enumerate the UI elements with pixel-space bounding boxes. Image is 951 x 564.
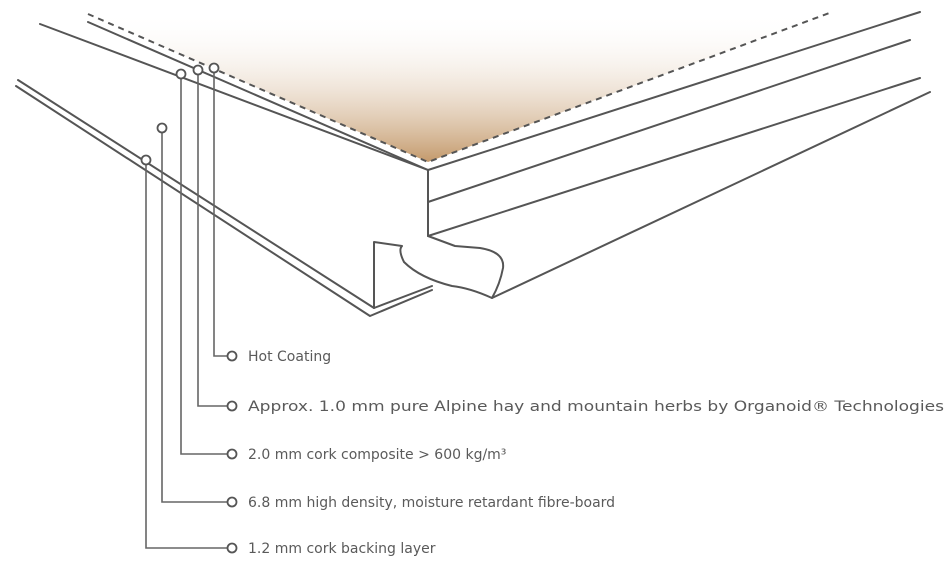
marker-top-cork-backing — [140, 154, 152, 166]
groove-bottom — [373, 285, 433, 309]
marker-end-hot-coating — [226, 350, 238, 362]
label-hot-coating: Hot Coating — [248, 349, 331, 365]
marker-end-fibre-board — [226, 496, 238, 508]
leader-cork-backing — [145, 160, 232, 549]
leader-hay-layer — [197, 70, 232, 407]
layer-labels: Hot Coating Approx. 1.0 mm pure Alpine h… — [248, 349, 944, 557]
label-cork-backing: 1.2 mm cork backing layer — [248, 541, 436, 557]
leader-fibre-board — [161, 128, 232, 503]
marker-top-hot-coating — [208, 62, 220, 74]
leader-cork-composite — [180, 74, 232, 455]
left-bottom-line-2 — [15, 85, 433, 317]
marker-top-cork-composite — [175, 68, 187, 80]
marker-top-fibre-board — [156, 122, 168, 134]
left-bottom-line-1 — [17, 79, 375, 309]
left-top-line — [39, 23, 429, 171]
hay-surface — [88, 12, 832, 162]
marker-end-cork-backing — [226, 542, 238, 554]
label-cork-composite: 2.0 mm cork composite > 600 kg/m³ — [248, 447, 506, 463]
marker-top-hay-layer — [192, 64, 204, 76]
marker-end-hay-layer — [226, 400, 238, 412]
tongue-underside — [373, 241, 493, 309]
label-fibre-board: 6.8 mm high density, moisture retardant … — [248, 495, 615, 511]
right-layer-1 — [427, 39, 911, 203]
leaders — [140, 62, 238, 554]
board-cross-section — [15, 11, 931, 317]
marker-end-cork-composite — [226, 448, 238, 460]
label-hay-layer: Approx. 1.0 mm pure Alpine hay and mount… — [248, 399, 944, 415]
right-layer-2 — [427, 77, 921, 237]
top-edge-dashed — [87, 11, 833, 164]
tongue-profile — [427, 91, 931, 299]
leader-hot-coating — [213, 68, 232, 357]
